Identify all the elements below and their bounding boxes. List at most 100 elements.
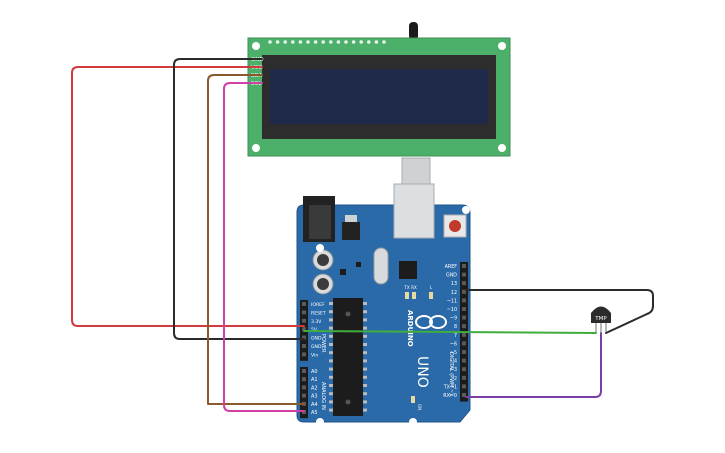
power-header-pin-hole[interactable] bbox=[302, 318, 306, 323]
chip-pin bbox=[329, 326, 333, 330]
digital-header-pin-hole[interactable] bbox=[462, 281, 466, 286]
status-leds: TX RX L ON bbox=[403, 285, 433, 410]
lcd-header-pad bbox=[306, 40, 310, 44]
power-header-pin-hole[interactable] bbox=[302, 327, 306, 332]
chip-pin bbox=[363, 334, 367, 338]
digital-header-pin-hole[interactable] bbox=[462, 393, 466, 397]
power-header-pin-hole[interactable] bbox=[302, 335, 306, 340]
atmega-chip-dot bbox=[345, 399, 351, 405]
chip-pin bbox=[329, 351, 333, 355]
wire-magenta-scl-to-a5[interactable] bbox=[223, 82, 305, 412]
lcd-header-pad bbox=[329, 40, 333, 44]
chip-pin bbox=[329, 302, 333, 305]
digital-header-pin-label: 12 bbox=[451, 290, 457, 296]
power-header-pin-label: GND bbox=[311, 336, 322, 342]
digital-header-pin-hole[interactable] bbox=[462, 272, 466, 277]
lcd-header-pad bbox=[382, 40, 386, 44]
chip-pin bbox=[363, 408, 367, 412]
led-l bbox=[429, 292, 433, 299]
lcd-header-pad bbox=[359, 40, 364, 44]
power-header-pin-hole[interactable] bbox=[302, 352, 306, 357]
digital-header-pin-label: 4 bbox=[454, 359, 457, 365]
analog-header-pin-hole[interactable] bbox=[302, 385, 306, 390]
power-header-pin-hole[interactable] bbox=[302, 310, 306, 315]
analog-header-pin-label: A0 bbox=[311, 369, 318, 375]
digital-header-pin-hole[interactable] bbox=[462, 350, 466, 354]
digital-header-pin-hole[interactable] bbox=[462, 298, 466, 303]
chip-pin bbox=[329, 367, 333, 371]
power-header-pin-hole[interactable] bbox=[302, 302, 306, 306]
digital-header-pin-hole[interactable] bbox=[462, 289, 466, 294]
wires[interactable] bbox=[71, 58, 654, 412]
digital-header-pin-hole[interactable] bbox=[462, 358, 466, 363]
analog-header-pin-label: A2 bbox=[311, 385, 318, 391]
digital-header-pin-label: ~3 bbox=[450, 367, 457, 373]
reset-button[interactable] bbox=[449, 220, 461, 232]
led-rx-label: RX bbox=[411, 285, 417, 290]
chip-pin bbox=[363, 359, 367, 363]
power-header-pin-label: GND bbox=[311, 344, 322, 350]
arduino-uno[interactable]: TX RX L ON ARDUINO UNO POWER ANALOG IN D… bbox=[296, 157, 471, 426]
arduino-mount-hole bbox=[316, 244, 324, 252]
chip-pin bbox=[363, 310, 367, 314]
arduino-logo-text: ARDUINO bbox=[406, 310, 414, 347]
usb-chip bbox=[399, 261, 417, 279]
lcd-mount-hole bbox=[252, 144, 260, 152]
tmp-sensor[interactable]: TMP bbox=[591, 306, 611, 333]
chip-pin bbox=[363, 392, 367, 396]
arduino-logo: ARDUINO UNO bbox=[406, 310, 447, 388]
digital-header-pin-label: TX→1 bbox=[443, 384, 457, 390]
digital-header-pin-hole[interactable] bbox=[462, 324, 466, 329]
wire-black-gnd-to-gnd[interactable] bbox=[173, 58, 305, 340]
lcd-header-pad bbox=[283, 40, 288, 44]
led-on bbox=[411, 396, 415, 403]
chip-pin bbox=[329, 408, 333, 412]
voltage-regulator bbox=[342, 222, 360, 240]
digital-header-pin-hole[interactable] bbox=[462, 384, 466, 389]
lcd-mount-hole bbox=[252, 42, 260, 50]
chip-pin bbox=[363, 318, 367, 322]
atmega-chip-pins bbox=[329, 302, 367, 412]
digital-header-pin-hole[interactable] bbox=[462, 341, 466, 346]
arduino-mount-hole bbox=[462, 206, 470, 214]
digital-header-pin-label: GND bbox=[446, 273, 457, 279]
power-header-pin-label: 3.3V bbox=[311, 319, 322, 325]
led-on-label: ON bbox=[417, 404, 422, 410]
digital-header-pin-hole[interactable] bbox=[462, 307, 466, 311]
lcd-mount-hole bbox=[498, 42, 506, 50]
chip-pin bbox=[329, 392, 333, 396]
analog-header-pin-hole[interactable] bbox=[302, 369, 306, 373]
analog-header-socket bbox=[300, 367, 308, 419]
analog-header-pin-hole[interactable] bbox=[302, 377, 306, 382]
digital-header-pin-label: 8 bbox=[454, 324, 457, 330]
digital-header-pin-hole[interactable] bbox=[462, 375, 466, 380]
capacitor bbox=[317, 278, 329, 290]
digital-header-pin-label: ~9 bbox=[450, 316, 457, 322]
power-header-pin-label: IOREF bbox=[311, 302, 325, 308]
small-component bbox=[356, 262, 361, 267]
arduino-mount-hole bbox=[316, 418, 324, 426]
digital-header-pin-hole[interactable] bbox=[462, 332, 466, 337]
digital-header-pin-hole[interactable] bbox=[462, 264, 466, 268]
wire-green-3v3-to-tmp[interactable] bbox=[303, 330, 597, 334]
wire-red-vcc-to-5v[interactable] bbox=[71, 66, 305, 327]
chip-pin bbox=[329, 400, 333, 404]
lcd-module[interactable]: GND VCC SDA SCL bbox=[247, 22, 511, 157]
analog-header-pin-label: A4 bbox=[311, 402, 318, 408]
chip-pin bbox=[329, 318, 333, 322]
power-header-pin-label: Vin bbox=[311, 352, 318, 358]
wire-brown-sda-to-a4[interactable] bbox=[207, 74, 305, 405]
small-component bbox=[340, 269, 346, 275]
digital-header-pin-label: ~10 bbox=[447, 307, 457, 313]
digital-header-pin-hole[interactable] bbox=[462, 367, 466, 372]
digital-header-pin-hole[interactable] bbox=[462, 315, 466, 320]
wire-black-gnd-to-tmp[interactable] bbox=[465, 289, 654, 334]
chip-pin bbox=[329, 343, 333, 346]
chip-pin bbox=[363, 326, 367, 330]
power-header-pin-hole[interactable] bbox=[302, 344, 306, 348]
lcd-contrast-knob[interactable] bbox=[409, 22, 418, 40]
chip-pin bbox=[329, 375, 333, 379]
wire-purple-pin2-to-tmp[interactable] bbox=[465, 332, 602, 398]
analog-header-pin-hole[interactable] bbox=[302, 393, 306, 398]
